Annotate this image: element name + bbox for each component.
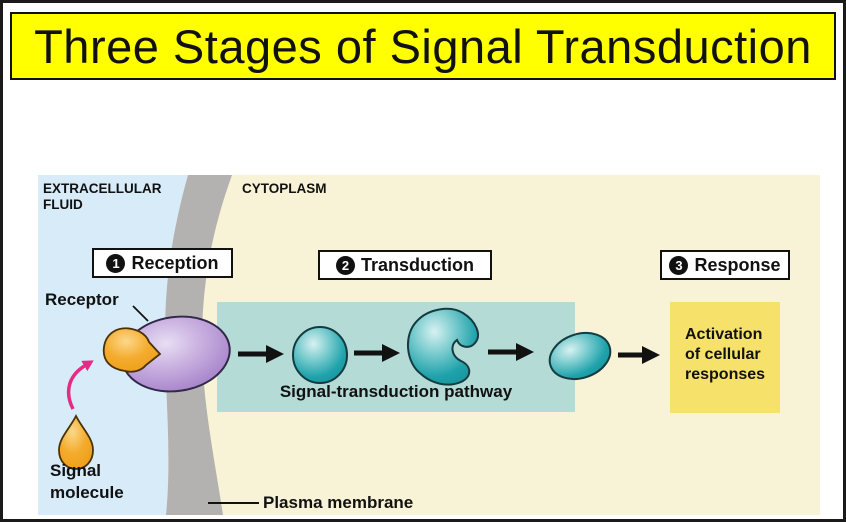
- signal-molecule-label: Signal molecule: [50, 461, 124, 503]
- bound-signal-molecule: [102, 327, 162, 373]
- receptor-label: Receptor: [45, 290, 119, 309]
- stage-label-transduction: Transduction: [360, 254, 474, 275]
- stage-number-3: 3: [669, 255, 689, 275]
- signal-transduction-diagram: EXTRACELLULAR FLUID CYTOPLASM 1 Receptio…: [38, 175, 820, 515]
- relay-molecule-3: [548, 331, 612, 381]
- pathway-label: Signal-transduction pathway: [279, 382, 513, 401]
- stage-label-reception: Reception: [131, 252, 219, 273]
- plasma-membrane-label: Plasma membrane: [263, 493, 414, 512]
- stage-number-2: 2: [335, 255, 355, 275]
- cytoplasm-label: CYTOPLASM: [242, 181, 327, 196]
- signal-molecule-shape: [58, 413, 94, 470]
- relay-molecule-1: [292, 326, 348, 384]
- extracellular-fluid-label: EXTRACELLULAR FLUID: [43, 181, 162, 212]
- relay-molecule-2: [406, 307, 479, 386]
- title-banner: Three Stages of Signal Transduction: [10, 12, 836, 80]
- activation-box: [670, 302, 780, 413]
- stage-box-transduction: 2 Transduction: [318, 250, 492, 280]
- stage-number-1: 1: [106, 253, 126, 273]
- activation-label: Activation of cellular responses: [685, 326, 766, 383]
- stage-box-reception: 1 Reception: [92, 248, 233, 278]
- slide-title: Three Stages of Signal Transduction: [34, 19, 812, 73]
- stage-label-response: Response: [694, 254, 781, 275]
- binding-arrow: [66, 360, 94, 410]
- receptor-pointer-line: [132, 305, 149, 322]
- stage-box-response: 3 Response: [660, 250, 790, 280]
